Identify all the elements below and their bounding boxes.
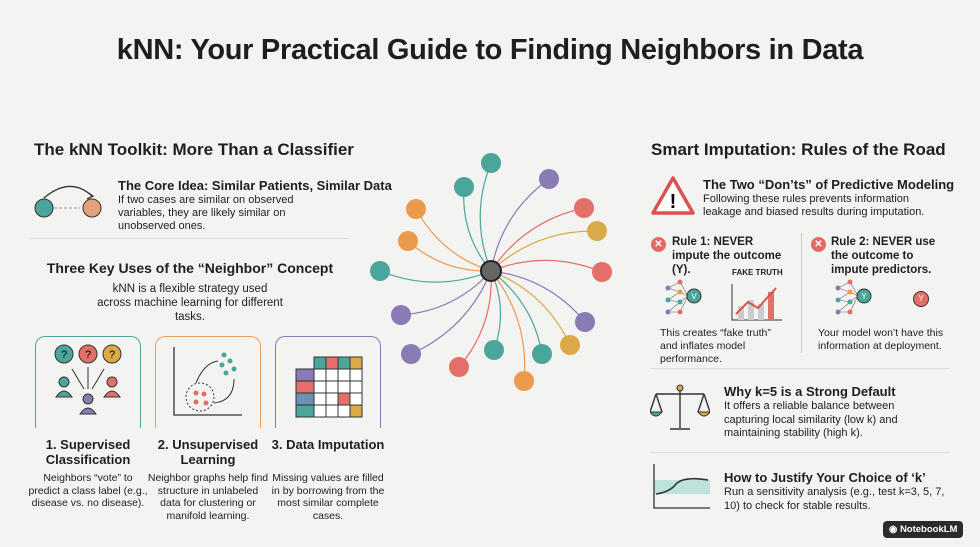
cluster-plot-icon (173, 347, 242, 416)
card-supervised-desc: Neighbors “vote” to predict a class labe… (28, 472, 148, 509)
data-grid-icon (295, 356, 363, 418)
network-edge (400, 270, 492, 316)
neighbor-node (370, 261, 390, 281)
rule2-desc: Your model won’t have this information a… (818, 327, 944, 352)
model-output-label: Y (861, 292, 867, 301)
network-edge (490, 270, 571, 346)
neighbor-node (401, 344, 421, 364)
card-imputation (275, 336, 381, 428)
brand-label: NotebookLM (899, 524, 958, 535)
neighbor-node (539, 169, 559, 189)
rule1-title: Rule 1: NEVER impute the outcome (Y). (672, 236, 782, 276)
uses-title: Three Key Uses of the “Neighbor” Concept (46, 260, 334, 276)
rule2-title: Rule 2: NEVER use the outcome to impute … (831, 236, 936, 276)
voting-people-icon: ??? (54, 344, 122, 415)
neighbor-node (592, 262, 612, 282)
svg-text:?: ? (61, 349, 67, 361)
justify-title: How to Justify Your Choice of ‘k’ (724, 470, 926, 485)
model-network-icon (835, 279, 872, 315)
svg-text:V: V (691, 292, 697, 301)
k5-title: Why k=5 is a Strong Default (724, 384, 896, 399)
network-edge (458, 270, 492, 368)
x-icon: ✕ (811, 237, 826, 252)
page-title: kNN: Your Practical Guide to Finding Nei… (116, 34, 864, 66)
left-heading: The kNN Toolkit: More Than a Classifier (34, 140, 354, 159)
svg-text:?: ? (85, 349, 91, 361)
notebooklm-badge: ◉ NotebookLM (883, 521, 964, 538)
card-supervised: ??? (35, 336, 141, 428)
neighbor-node (514, 371, 534, 391)
network-edge (410, 270, 492, 355)
sensitivity-chart-icon (653, 464, 710, 509)
network-edge (379, 270, 492, 283)
card-unsupervised-title: 2. Unsupervised Learning (157, 437, 259, 467)
x-icon: ✕ (651, 237, 666, 252)
neighbor-node (574, 198, 594, 218)
balance-scale-icon (650, 384, 710, 430)
neighbor-node (484, 340, 504, 360)
network-edge (490, 230, 598, 272)
card-supervised-title: 1. Supervised Classification (45, 437, 131, 467)
neighbor-node (398, 231, 418, 251)
justify-desc: Run a sensitivity analysis (e.g., test k… (724, 486, 945, 512)
query-point-node (480, 260, 502, 282)
neighbor-node (587, 221, 607, 241)
warning-icon: ! (651, 176, 695, 215)
core-idea-desc: If two cases are similar on observed var… (118, 194, 294, 232)
card-imputation-desc: Missing values are filled in by borrowin… (271, 472, 385, 522)
svg-text:?: ? (109, 349, 115, 361)
neighbor-node (454, 177, 474, 197)
neighbor-node (532, 344, 552, 364)
network-edge (479, 162, 492, 272)
core-idea-title: The Core Idea: Similar Patients, Similar… (118, 178, 392, 193)
donts-desc: Following these rules prevents informati… (703, 193, 925, 218)
divider (801, 233, 802, 353)
neighbor-node (575, 312, 595, 332)
neighbor-node (449, 357, 469, 377)
neighbor-node (481, 153, 501, 173)
neighbor-node (391, 305, 411, 325)
rule1-desc: This creates “fake truth” and inflates m… (660, 327, 771, 365)
right-heading: Smart Imputation: Rules of the Road (651, 140, 946, 159)
k5-desc: It offers a reliable balance between cap… (724, 400, 898, 439)
rule1-illustration: V (665, 279, 782, 321)
fake-truth-label: FAKE TRUTH (732, 268, 783, 277)
neighbor-node (406, 199, 426, 219)
network-edge (490, 270, 586, 323)
svg-text:!: ! (670, 191, 677, 213)
card-unsupervised (155, 336, 261, 428)
card-imputation-title: 3. Data Imputation (271, 437, 385, 452)
notebooklm-logo-icon: ◉ (889, 524, 900, 535)
network-edge (490, 270, 526, 382)
outcome-y-icon: Y (913, 291, 929, 307)
uses-desc: kNN is a flexible strategy used across m… (97, 283, 283, 323)
similar-cases-icon (34, 185, 102, 218)
neighbor-node (560, 335, 580, 355)
donts-title: The Two “Don’ts” of Predictive Modeling (703, 177, 955, 192)
neighbor-network-diagram (370, 153, 612, 391)
network-edge (490, 178, 550, 272)
network-edge (490, 207, 585, 272)
network-edge (490, 259, 603, 273)
card-unsupervised-desc: Neighbor graphs help find structure in u… (147, 472, 269, 522)
